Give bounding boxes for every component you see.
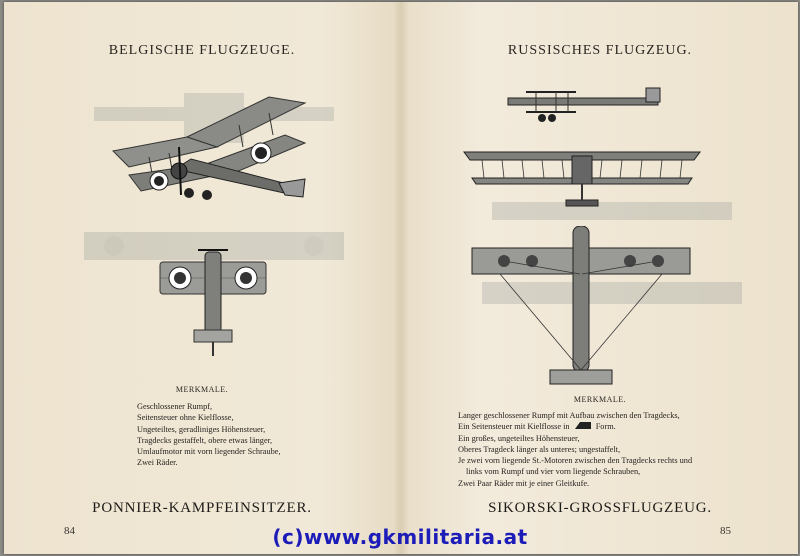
- sikorski-top-view: [471, 226, 691, 385]
- biplane-top-view-diagram: [159, 249, 267, 356]
- feature-item: Ein großes, ungeteiltes Höhensteuer,: [458, 433, 580, 443]
- feature-item: Tragdecks gestaffelt, obere etwas länger…: [137, 435, 273, 445]
- book-spread: BELGISCHE FLUGZEUGE.: [4, 2, 798, 554]
- right-feature-list: Langer geschlossener Rumpf mit Aufbau zw…: [458, 410, 692, 489]
- left-page-number: 84: [64, 525, 75, 537]
- right-page: RUSSISCHES FLUGZEUG.: [402, 2, 798, 554]
- feature-item: Seitensteuer ohne Kielflosse,: [137, 413, 234, 423]
- feature-item: links vom Rumpf und vier vorn liegende S…: [466, 467, 641, 477]
- left-feature-list: Geschlossener Rumpf, Seitensteuer ohne K…: [137, 401, 281, 469]
- left-page: BELGISCHE FLUGZEUGE.: [4, 2, 400, 554]
- biplane-perspective-illustration: [111, 96, 307, 200]
- feature-item: Umlaufmotor mit vorn liegender Schraube,: [137, 447, 281, 457]
- right-merkmale-heading: MERKMALE.: [573, 395, 627, 404]
- show-through-ghost-3: [482, 202, 742, 304]
- feature-item: Geschlossener Rumpf,: [137, 402, 213, 411]
- feature-item: Zwei Räder.: [137, 458, 178, 468]
- feature-text: Form.: [595, 422, 616, 432]
- feature-item: Oberes Tragdeck länger als unteres; unge…: [458, 444, 621, 454]
- feature-item: Je zwei vorn liegende St.-Motoren zwisch…: [458, 456, 693, 466]
- fin-shape-icon: [574, 422, 591, 430]
- right-aircraft-name: SIKORSKI-GROSSFLUGZEUG.: [488, 500, 712, 516]
- feature-item: Ein Seitensteuer mit Kielflosse in Form.: [458, 421, 692, 432]
- right-page-number: 85: [720, 525, 731, 537]
- sikorski-front-view: [463, 151, 701, 207]
- feature-text: Ein Seitensteuer mit Kielflosse in: [458, 422, 570, 432]
- watermark-text: (c)www.gkmilitaria.at: [272, 525, 528, 549]
- sikorski-side-view: [507, 87, 661, 122]
- left-aircraft-name: PONNIER-KAMPFEINSITZER.: [92, 500, 312, 516]
- right-page-heading: RUSSISCHES FLUGZEUG.: [507, 43, 693, 58]
- left-merkmale-heading: MERKMALE.: [175, 385, 229, 394]
- left-page-heading: BELGISCHE FLUGZEUGE.: [108, 43, 296, 58]
- feature-item: Langer geschlossener Rumpf mit Aufbau zw…: [458, 411, 680, 420]
- feature-item: Ungeteiltes, geradliniges Höhensteuer,: [137, 424, 266, 434]
- feature-item: Zwei Paar Räder mit je einer Gleitkufe.: [458, 478, 590, 488]
